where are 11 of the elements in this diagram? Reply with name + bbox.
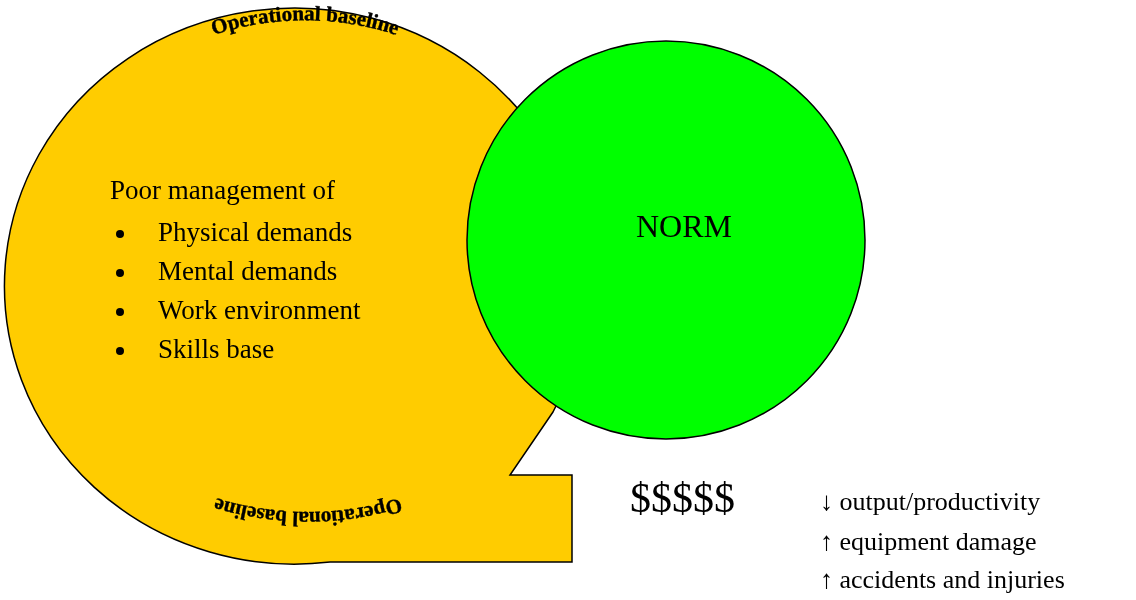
effect-text: ↑ equipment damage — [820, 527, 1037, 557]
cost-label: $$$$$ — [630, 474, 735, 522]
effect-text: ↑ accidents and injuries — [820, 565, 1065, 595]
bullet-item: Physical demands — [110, 213, 361, 252]
bullet-item: Work environment — [110, 291, 361, 330]
bullet-item: Skills base — [110, 330, 361, 369]
bullet-item: Mental demands — [110, 252, 361, 291]
heading-text: Poor management of — [110, 175, 335, 206]
circle-label: NORM — [635, 208, 733, 245]
effect-text: ↓ output/productivity — [820, 487, 1041, 517]
curved-label: Operational baseline — [210, 493, 405, 532]
